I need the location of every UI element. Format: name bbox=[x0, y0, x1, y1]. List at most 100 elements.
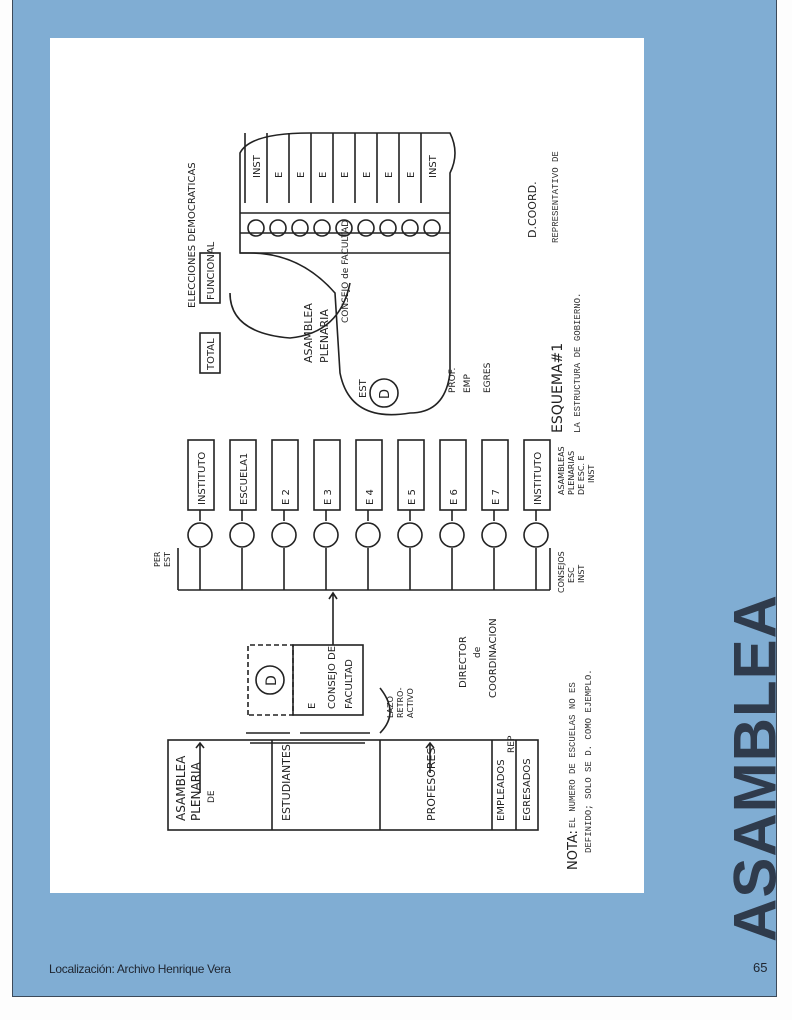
scheme-circle bbox=[247, 219, 265, 237]
plenary-row: PROFESORES bbox=[425, 748, 438, 821]
unit-label: ESCUELA1 bbox=[239, 453, 250, 505]
unit-label: E 5 bbox=[407, 489, 418, 505]
council-e: E bbox=[307, 703, 318, 709]
scheme-circle bbox=[423, 219, 441, 237]
scheme-prof-label: PROF. bbox=[448, 368, 458, 393]
plenary-assembly-box bbox=[167, 739, 539, 831]
unit-circle bbox=[523, 522, 549, 548]
scheme-circle bbox=[291, 219, 309, 237]
plenary-title: ASAMBLEA bbox=[174, 755, 188, 821]
scheme-caption-line2: LA ESTRUCTURA DE GOBIERNO. bbox=[573, 293, 583, 433]
unit-box bbox=[523, 439, 551, 511]
note-line1: EL NUMERO DE ESCUELAS NO ES bbox=[568, 682, 578, 828]
scheme-circle bbox=[379, 219, 397, 237]
scheme-caption-title: ESQUEMA#1 bbox=[550, 343, 566, 433]
per-est-label-2: EST bbox=[163, 552, 172, 567]
scheme-est-label: EST bbox=[358, 378, 369, 398]
diagram-image-panel: ASAMBLEA PLENARIA DE ESTUDIANTES PROFESO… bbox=[50, 38, 644, 893]
unit-box bbox=[187, 439, 215, 511]
scheme-assembly-label-2: PLENARIA bbox=[318, 309, 331, 363]
scheme-council-label: CONSEJO de FACULTAD bbox=[341, 220, 351, 323]
scheme-col-label: E bbox=[274, 172, 285, 178]
director-label: DIRECTOR bbox=[458, 636, 469, 688]
councils-label-2: ESC bbox=[567, 567, 576, 583]
unit-label: E 7 bbox=[491, 489, 502, 505]
feedback-label-2: RETRO- bbox=[396, 687, 405, 718]
elections-label: ELECCIONES DEMOCRATICAS bbox=[187, 162, 198, 308]
assemblies-label-4: INST bbox=[587, 465, 596, 483]
scheme-circle bbox=[313, 219, 331, 237]
director-label-3: COORDINACION bbox=[488, 618, 499, 698]
unit-circle bbox=[481, 522, 507, 548]
unit-label: INSTITUTO bbox=[533, 452, 544, 505]
unit-circle bbox=[439, 522, 465, 548]
director-dashed-box bbox=[247, 644, 294, 716]
unit-circle bbox=[397, 522, 423, 548]
unit-label: E 2 bbox=[281, 489, 292, 505]
schools-bracket bbox=[177, 548, 551, 591]
scheme-assembly-label: ASAMBLEA bbox=[302, 303, 315, 363]
note-label: NOTA: bbox=[566, 830, 581, 870]
scheme-col-label: INST bbox=[428, 154, 439, 178]
coord-label: D.COORD. bbox=[526, 181, 539, 238]
director-label-2: de bbox=[473, 646, 483, 658]
director-symbol: D bbox=[264, 675, 280, 686]
unit-circle bbox=[313, 522, 339, 548]
feedback-label: LAZO bbox=[386, 696, 395, 718]
scheme-egres-label: EGRES bbox=[483, 362, 493, 393]
scheme-director-symbol: D bbox=[378, 389, 393, 399]
scheme-emp-label: EMP bbox=[463, 374, 473, 393]
scheme-col-label: E bbox=[362, 172, 373, 178]
councils-label-3: INST bbox=[577, 565, 586, 583]
plenary-row: ESTUDIANTES bbox=[280, 744, 293, 821]
page-number: 65 bbox=[753, 960, 768, 975]
feedback-label-3: ACTIVO bbox=[406, 688, 415, 718]
scheme-circle bbox=[335, 219, 353, 237]
note-line2: DEFINIDO; SOLO SE D. COMO EJEMPLO. bbox=[584, 669, 594, 853]
unit-box bbox=[355, 439, 383, 511]
scheme-col-label: E bbox=[384, 172, 395, 178]
scheme-circle bbox=[357, 219, 375, 237]
government-structure-diagram: ASAMBLEA PLENARIA DE ESTUDIANTES PROFESO… bbox=[153, 132, 596, 870]
scheme-col-label: E bbox=[406, 172, 417, 178]
scheme-col-label: E bbox=[340, 172, 351, 178]
councils-label: CONSEJOS bbox=[557, 551, 566, 593]
assemblies-label-2: PLENARIAS bbox=[567, 451, 576, 495]
functional-label: FUNCIONAL bbox=[206, 241, 217, 300]
unit-circle bbox=[229, 522, 255, 548]
unit-label: E 4 bbox=[365, 489, 376, 505]
unit-box bbox=[439, 439, 467, 511]
assemblies-label-3: DE ESC. E bbox=[577, 455, 586, 495]
faculty-council-box bbox=[292, 644, 364, 716]
unit-box bbox=[313, 439, 341, 511]
unit-box bbox=[397, 439, 425, 511]
scheme-col-label: E bbox=[318, 172, 329, 178]
unit-box bbox=[229, 439, 257, 511]
unit-label: E 3 bbox=[323, 489, 334, 505]
unit-box bbox=[481, 439, 509, 511]
scheme-col-label: INST bbox=[252, 154, 263, 178]
unit-box bbox=[271, 439, 299, 511]
unit-circle bbox=[355, 522, 381, 548]
council-label-2: FACULTAD bbox=[344, 659, 355, 709]
scheme-caption-line1: REPRESENTATIVO DE bbox=[551, 151, 561, 243]
council-label: CONSEJO DE bbox=[327, 646, 338, 709]
per-est-label: PER bbox=[153, 551, 162, 567]
plenary-title-2: PLENARIA bbox=[189, 761, 203, 821]
page-background: ASAMBLEA PLENARIA DE ESTUDIANTES PROFESO… bbox=[12, 0, 789, 997]
section-title: ASAMBLEA bbox=[721, 594, 789, 942]
scheme-col-label: E bbox=[296, 172, 307, 178]
plenary-title-3: DE bbox=[207, 790, 217, 803]
unit-label: E 6 bbox=[449, 489, 460, 505]
assemblies-label: ASAMBLEAS bbox=[557, 446, 566, 495]
scheme-circle bbox=[401, 219, 419, 237]
plenary-row: EGRESADOS bbox=[522, 758, 533, 821]
unit-circle bbox=[271, 522, 297, 548]
plenary-row: EMPLEADOS bbox=[496, 759, 507, 821]
unit-label: INSTITUTO bbox=[197, 452, 208, 505]
unit-circle bbox=[187, 522, 213, 548]
footer-source: Localización: Archivo Henrique Vera bbox=[49, 962, 231, 976]
scheme-circle bbox=[269, 219, 287, 237]
total-label: TOTAL bbox=[206, 338, 217, 371]
